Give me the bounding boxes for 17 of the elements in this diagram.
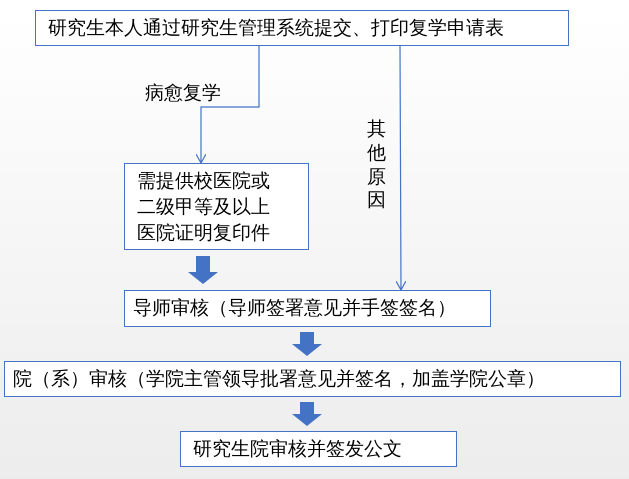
arrow	[195, 46, 260, 164]
process-box	[124, 163, 309, 250]
box-text: 导师审核（导师签署意见并手签签名）	[133, 296, 456, 322]
block-arrow	[292, 332, 322, 356]
process-box	[124, 290, 491, 327]
process-box	[35, 10, 569, 46]
edge-label: 其他原因	[367, 118, 386, 213]
edge-label: 病愈复学	[145, 81, 221, 106]
process-box	[180, 431, 457, 467]
box-text: 需提供校医院或二级甲等及以上医院证明复印件	[137, 168, 271, 246]
box-text: 研究生院审核并签发公文	[193, 436, 402, 462]
box-text: 研究生本人通过研究生管理系统提交、打印复学申请表	[48, 16, 504, 41]
process-box	[4, 361, 621, 397]
block-arrow	[292, 402, 322, 426]
box-text: 院（系）审核（学院主管领导批署意见并签名，加盖学院公章）	[13, 366, 545, 392]
arrow	[395, 46, 407, 291]
block-arrow	[188, 256, 218, 284]
